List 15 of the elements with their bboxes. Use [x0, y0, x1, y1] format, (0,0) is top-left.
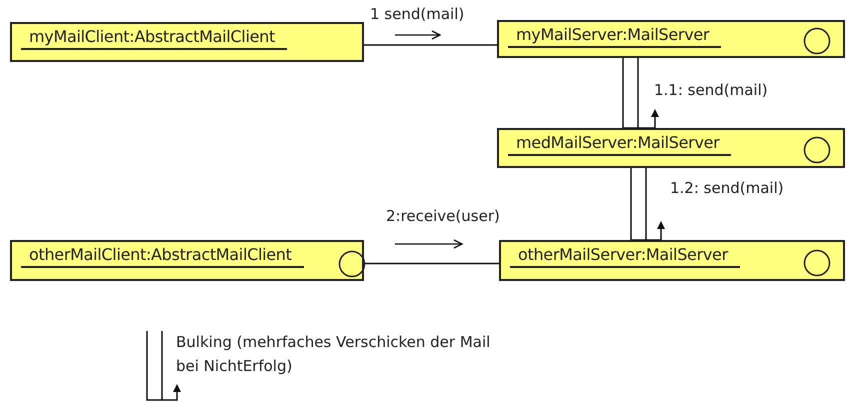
legend-text: Bulking (mehrfaches Verschicken der Mail bei NichtErfolg): [176, 332, 492, 377]
object-box: [10, 22, 364, 62]
object-box: [499, 240, 845, 281]
object-box: [497, 128, 845, 168]
object-name: otherMailClient:AbstractMailClient: [21, 244, 304, 268]
object-name: myMailServer:MailServer: [508, 24, 722, 48]
object-name: otherMailServer:MailServer: [510, 244, 740, 268]
object-box: [10, 240, 364, 281]
connector-line: [364, 262, 499, 264]
connector-line: [364, 44, 497, 46]
connector-line: [622, 58, 624, 128]
object-name: myMailClient:AbstractMailClient: [21, 26, 287, 50]
object-box: [497, 20, 845, 58]
object-name: medMailServer:MailServer: [508, 132, 732, 156]
connector-line: [630, 168, 632, 240]
